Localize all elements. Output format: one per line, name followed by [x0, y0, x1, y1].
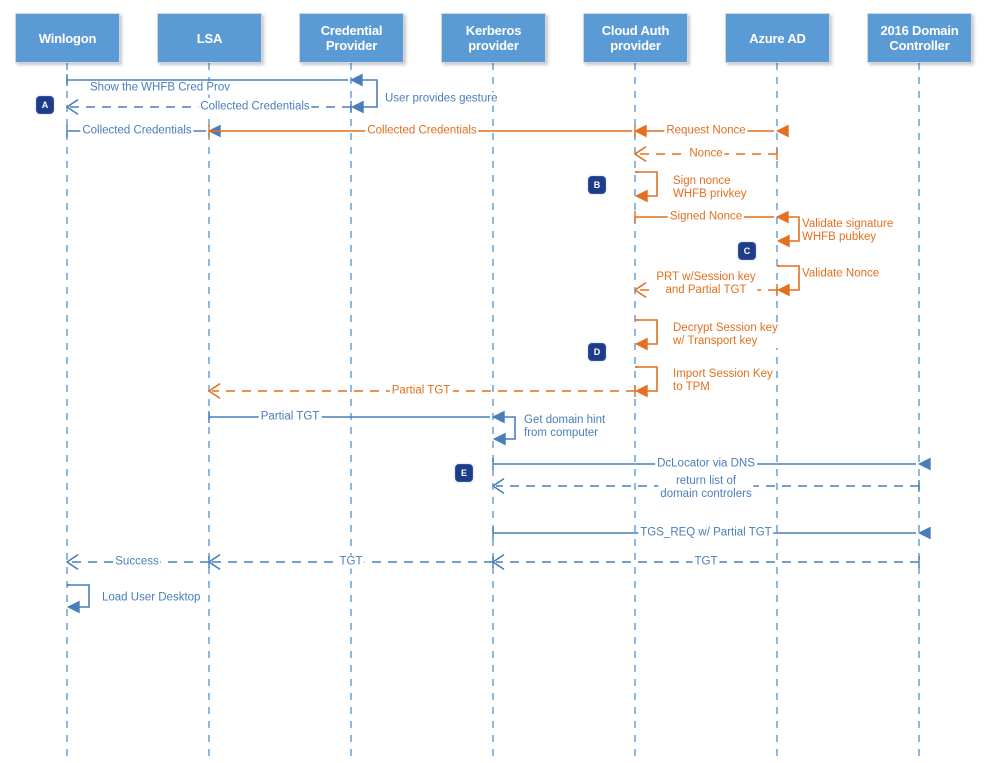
message-label-m14: Import Session Key to TPM [671, 368, 775, 394]
arrowhead-open [208, 383, 221, 399]
message-label-m21: TGT [692, 555, 720, 569]
arrowhead-solid [350, 100, 364, 114]
step-badge-c[interactable]: C [739, 243, 755, 259]
arrowhead-solid [634, 189, 648, 203]
message-label-m4: Collected Credentials [80, 124, 194, 138]
message-label-m20: TGS_REQ w/ Partial TGT [638, 526, 774, 540]
message-label-m7: Nonce [687, 147, 725, 161]
arrowhead-open [66, 99, 79, 115]
actor-box-kerberos[interactable]: Kerberos provider [441, 13, 546, 63]
message-m24 [66, 584, 90, 614]
actor-label-credprov: Credential Provider [320, 23, 383, 53]
actor-label-winlogon: Winlogon [38, 30, 97, 46]
message-label-m17: Get domain hint from computer [522, 414, 608, 440]
step-badge-b[interactable]: B [589, 177, 605, 193]
self-loop-path [777, 265, 800, 291]
arrowhead-solid [66, 600, 80, 614]
arrowhead-solid [917, 526, 931, 540]
arrowhead-solid [917, 457, 931, 471]
actor-box-lsa[interactable]: LSA [157, 13, 262, 63]
arrowhead-solid [492, 432, 506, 446]
message-label-m19: return list of domain controlers [658, 475, 754, 501]
actor-box-azuread[interactable]: Azure AD [725, 13, 830, 63]
arrowhead-open [492, 478, 505, 494]
message-m11 [776, 265, 800, 297]
actor-label-dc2016: 2016 Domain Controller [880, 23, 959, 53]
message-m14 [634, 366, 658, 398]
arrowhead-solid [775, 124, 789, 138]
message-label-m6: Request Nonce [664, 124, 748, 138]
message-label-m15: Partial TGT [389, 384, 453, 398]
message-m16 [208, 410, 505, 424]
message-m8 [634, 171, 658, 203]
actor-label-azuread: Azure AD [749, 30, 806, 46]
arrowhead-solid [634, 384, 648, 398]
message-label-m23: Success [113, 555, 161, 569]
self-loop-path [635, 366, 658, 392]
message-label-m22: TGT [337, 555, 365, 569]
actor-box-cloudauth[interactable]: Cloud Auth provider [583, 13, 688, 63]
self-loop-path [67, 584, 90, 608]
actor-box-winlogon[interactable]: Winlogon [15, 13, 120, 63]
self-loop-path [777, 216, 800, 242]
self-loop-path [493, 416, 516, 440]
step-badge-e[interactable]: E [456, 465, 472, 481]
message-m3 [350, 79, 378, 114]
message-label-m18: DcLocator via DNS [655, 457, 757, 471]
message-label-m16: Partial TGT [258, 410, 322, 424]
self-loop-path [635, 171, 658, 197]
message-label-m12: PRT w/Session key and Partial TGT [654, 271, 758, 297]
message-m13 [634, 319, 658, 351]
message-label-m9: Signed Nonce [667, 210, 745, 224]
message-label-m5: Collected Credentials [365, 124, 479, 138]
actor-label-lsa: LSA [196, 30, 223, 46]
message-label-m11: Validate Nonce [800, 267, 882, 281]
step-badge-d[interactable]: D [589, 344, 605, 360]
arrowhead-solid [634, 337, 648, 351]
arrowhead-open [66, 554, 79, 570]
self-loop-path [635, 319, 658, 345]
message-label-m1: Show the WHFB Cred Prov [88, 81, 232, 95]
actor-label-kerberos: Kerberos provider [465, 23, 522, 53]
arrowhead-solid [776, 234, 790, 248]
message-label-m3: User provides gesture [383, 92, 500, 106]
actor-label-cloudauth: Cloud Auth provider [601, 23, 670, 53]
arrowhead-open [634, 146, 647, 162]
step-badge-a[interactable]: A [37, 97, 53, 113]
message-label-m24: Load User Desktop [100, 591, 203, 605]
actor-box-dc2016[interactable]: 2016 Domain Controller [867, 13, 972, 63]
message-m17 [492, 416, 516, 446]
message-label-m10: Validate signature WHFB pubkey [800, 218, 896, 244]
actor-box-credprov[interactable]: Credential Provider [299, 13, 404, 63]
message-m10 [776, 216, 800, 248]
self-loop-path [351, 79, 378, 108]
arrowhead-solid [776, 283, 790, 297]
message-label-m2: Collected Credentials [198, 100, 312, 114]
message-label-m8: Sign nonce WHFB privkey [671, 175, 749, 201]
arrowhead-open [634, 282, 647, 298]
message-label-m13: Decrypt Session key w/ Transport key [671, 322, 780, 348]
